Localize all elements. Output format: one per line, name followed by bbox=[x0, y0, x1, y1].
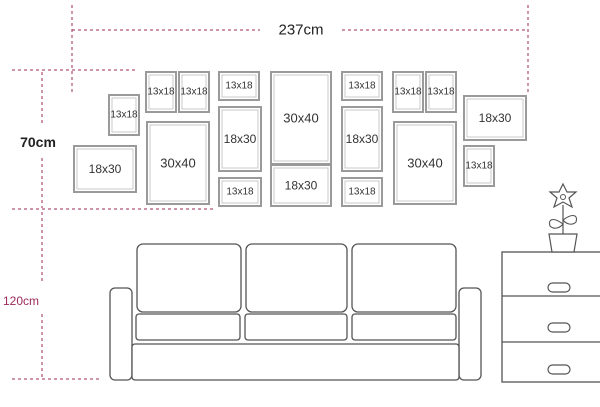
width-dimension: 237cm bbox=[71, 5, 529, 95]
frame-mat bbox=[428, 74, 454, 110]
picture-frame: 13x18 bbox=[341, 177, 383, 207]
dresser-handle-bottom bbox=[547, 364, 571, 375]
picture-frame: 13x18 bbox=[392, 71, 424, 113]
picture-frame: 13x18 bbox=[108, 94, 140, 136]
frame-mat bbox=[344, 109, 380, 169]
picture-frame: 18x30 bbox=[270, 164, 332, 207]
picture-frame: 18x30 bbox=[463, 95, 527, 141]
frame-mat bbox=[395, 74, 421, 110]
sofa-right-arm bbox=[458, 287, 482, 381]
floor-dimension: 120cm bbox=[3, 212, 100, 380]
frame-size-label: 13x18 bbox=[147, 87, 175, 98]
flower-center bbox=[560, 194, 566, 200]
sofa-back-cushion-middle bbox=[245, 243, 348, 313]
frame-mat bbox=[344, 180, 380, 204]
picture-frame: 13x18 bbox=[218, 71, 260, 101]
frame-mat bbox=[273, 167, 329, 204]
frame-mat bbox=[181, 74, 207, 110]
frame-mat bbox=[221, 180, 259, 204]
frame-size-label: 13x18 bbox=[180, 87, 208, 98]
frame-mat bbox=[396, 124, 454, 202]
flower-pot bbox=[548, 182, 578, 253]
picture-frame: 30x40 bbox=[146, 121, 210, 205]
dresser-body bbox=[501, 251, 600, 383]
frame-size-label: 13x18 bbox=[465, 161, 493, 172]
height-dimension: 70cm bbox=[12, 69, 215, 210]
frame-size-label: 30x40 bbox=[283, 111, 318, 126]
frame-size-label: 18x30 bbox=[285, 179, 318, 193]
picture-frame: 30x40 bbox=[393, 121, 457, 205]
frame-mat bbox=[466, 98, 524, 138]
sofa-seat-cushion-left bbox=[135, 313, 241, 341]
frame-size-label: 18x30 bbox=[224, 132, 257, 146]
frame-mat bbox=[221, 74, 257, 98]
frame-size-label: 13x18 bbox=[225, 81, 253, 92]
frame-size-label: 18x30 bbox=[89, 162, 122, 176]
pot bbox=[548, 233, 578, 253]
frame-group: 13x18 13x18 13x18 13x18 30x40 13x18 13x18 13x18… bbox=[73, 71, 527, 207]
frame-size-label: 13x18 bbox=[394, 87, 422, 98]
sofa-back-cushion-left bbox=[136, 243, 242, 313]
picture-frame: 18x30 bbox=[341, 106, 383, 172]
sofa-seat-cushion-right bbox=[351, 313, 457, 341]
picture-frame: 13x18 bbox=[463, 145, 495, 187]
leaf-right bbox=[562, 214, 578, 225]
sofa-left-arm bbox=[109, 287, 133, 381]
sofa bbox=[109, 243, 482, 381]
frame-size-label: 30x40 bbox=[160, 156, 195, 171]
leaf-left bbox=[548, 218, 564, 229]
frame-size-label: 13x18 bbox=[226, 187, 254, 198]
frame-size-label: 13x18 bbox=[348, 81, 376, 92]
frame-mat bbox=[149, 124, 207, 202]
picture-frame: 18x30 bbox=[73, 145, 137, 193]
frame-mat bbox=[273, 74, 329, 162]
frame-mat bbox=[221, 109, 259, 169]
sofa-base bbox=[131, 343, 460, 381]
picture-frame: 13x18 bbox=[145, 71, 177, 113]
picture-frame: 13x18 bbox=[341, 71, 383, 101]
frame-size-label: 18x30 bbox=[346, 132, 379, 146]
sofa-seat-cushion-middle bbox=[244, 313, 348, 341]
height-label: 70cm bbox=[20, 134, 56, 150]
picture-frame: 13x18 bbox=[425, 71, 457, 113]
picture-frame: 13x18 bbox=[178, 71, 210, 113]
floor-label: 120cm bbox=[3, 294, 39, 308]
dresser-handle-middle bbox=[547, 322, 571, 333]
picture-frame: 18x30 bbox=[218, 106, 262, 172]
dresser-handle-top bbox=[547, 282, 571, 293]
dresser bbox=[501, 251, 600, 383]
sofa-back-cushion-right bbox=[351, 243, 457, 313]
frame-mat bbox=[148, 74, 174, 110]
frame-size-label: 13x18 bbox=[348, 187, 376, 198]
frame-mat bbox=[111, 97, 137, 133]
frame-size-label: 18x30 bbox=[479, 111, 512, 125]
frame-mat bbox=[76, 148, 134, 190]
frame-size-label: 13x18 bbox=[427, 87, 455, 98]
frame-mat bbox=[466, 148, 492, 184]
picture-frame: 30x40 bbox=[270, 71, 332, 165]
frame-size-label: 30x40 bbox=[407, 156, 442, 171]
width-label: 237cm bbox=[278, 22, 323, 39]
frame-size-label: 13x18 bbox=[110, 110, 138, 121]
frame-mat bbox=[344, 74, 380, 98]
picture-frame: 13x18 bbox=[218, 177, 262, 207]
